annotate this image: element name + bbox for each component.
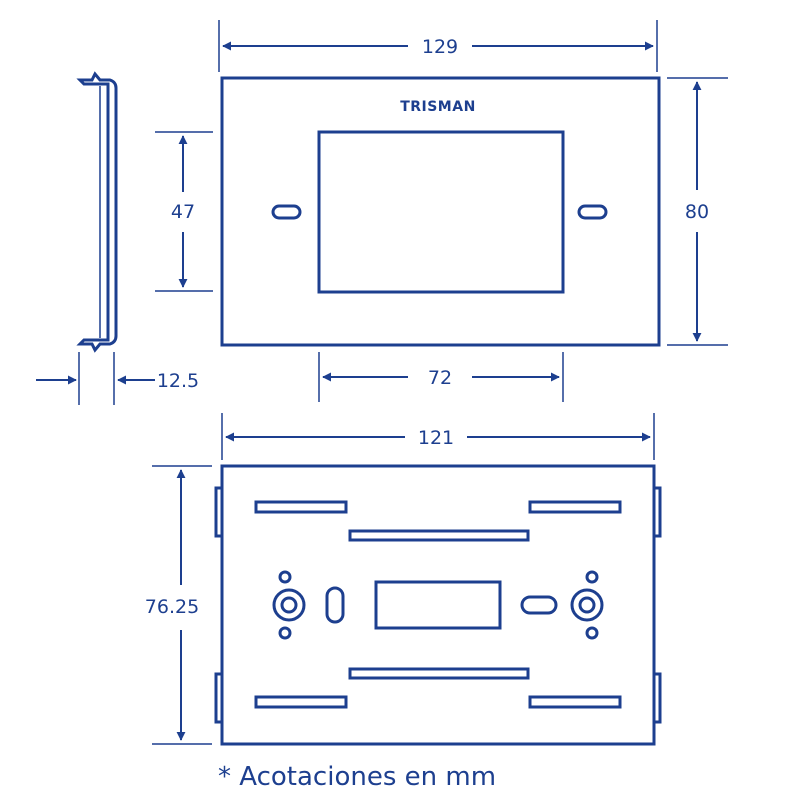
mounting-slot <box>528 695 622 709</box>
front-view: TRISMAN 129 80 47 72 <box>155 20 728 402</box>
back-view: 121 76.25 <box>145 413 662 746</box>
small-hole <box>278 570 292 584</box>
back-plate-outline <box>220 464 656 746</box>
oblong-hole-vertical <box>325 586 345 624</box>
side-tab <box>214 486 224 538</box>
small-hole <box>585 626 599 640</box>
side-tab <box>214 672 224 724</box>
front-window <box>317 130 565 294</box>
screw-boss-left <box>272 588 306 622</box>
side-tab <box>652 486 662 538</box>
front-slot-left <box>271 204 302 220</box>
side-profile-outline <box>76 71 118 353</box>
small-hole <box>278 626 292 640</box>
mounting-slot <box>348 529 530 542</box>
dim-depth: 12.5 <box>157 370 199 392</box>
footnote: * Acotaciones en mm <box>218 762 496 792</box>
screw-boss-right <box>570 588 604 622</box>
small-hole <box>585 570 599 584</box>
brand-logo: TRISMAN <box>400 99 476 115</box>
dim-front-height: 80 <box>685 201 709 223</box>
screw-hole-left <box>280 596 298 614</box>
dim-window-width: 72 <box>428 367 452 389</box>
dim-back-height: 76.25 <box>145 596 199 618</box>
screw-hole-right <box>578 596 596 614</box>
front-slot-right <box>577 204 608 220</box>
side-profile: 12.5 <box>36 71 199 405</box>
dim-back-width: 121 <box>418 427 454 449</box>
center-cutout <box>374 580 502 630</box>
front-plate-outline <box>220 76 661 347</box>
dim-front-width: 129 <box>422 36 458 58</box>
mounting-slot <box>254 695 348 709</box>
dim-window-height: 47 <box>171 201 195 223</box>
mounting-slot <box>528 500 622 514</box>
mounting-slot <box>348 667 530 680</box>
side-tab <box>652 672 662 724</box>
mounting-slot <box>254 500 348 514</box>
oblong-hole-horizontal <box>520 595 558 615</box>
